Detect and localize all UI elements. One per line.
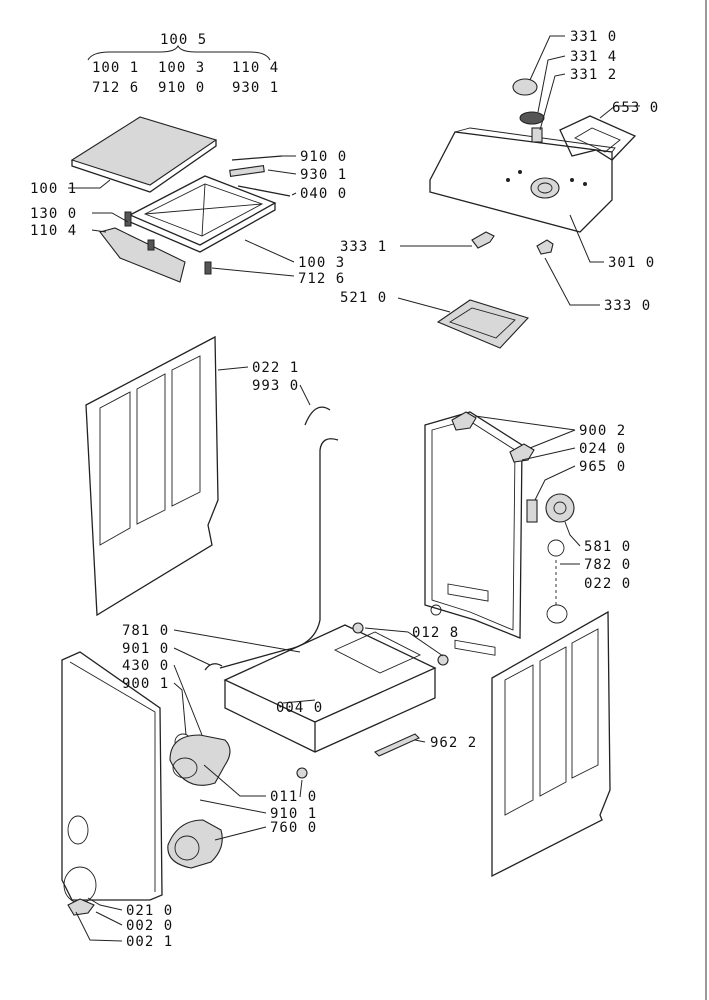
- board-521-0: [436, 299, 530, 349]
- callout: 021 0: [126, 903, 173, 919]
- lid-edge: [71, 140, 217, 193]
- foot-011-0: [296, 767, 308, 779]
- rod-040-0: [237, 185, 291, 197]
- callout: 900 2: [579, 423, 626, 439]
- callout: 712 6: [298, 271, 345, 287]
- callout: 430 0: [122, 658, 169, 674]
- front-panel-hole: [67, 815, 89, 845]
- side-panel-022-1: [85, 335, 219, 617]
- callout: 653 0: [612, 100, 659, 116]
- lid-panel: [70, 116, 218, 186]
- callout: 901 0: [122, 641, 169, 657]
- callout: 333 1: [340, 239, 387, 255]
- foot-012-8-a: [352, 622, 364, 634]
- handle-110-4: [99, 227, 186, 283]
- top-lid-assembly: [70, 116, 291, 283]
- control-panel-assembly: [429, 78, 637, 349]
- callout: 993 0: [252, 378, 299, 394]
- bend-993-0: [304, 406, 331, 426]
- program-dial: [530, 177, 560, 199]
- callout: 024 0: [579, 441, 626, 457]
- pump-430-0: [169, 734, 231, 786]
- disk-331-4: [519, 111, 545, 125]
- left-side-panel: [85, 335, 219, 617]
- clip-333-0: [536, 239, 554, 255]
- callout: 930 1: [300, 167, 347, 183]
- bracket-900-2-b: [509, 443, 535, 463]
- callout: 002 0: [126, 918, 173, 934]
- callout: 962 2: [430, 735, 477, 751]
- callout: 910 1: [270, 806, 317, 822]
- header-row1-b: 100 3: [158, 60, 205, 76]
- hose-781-0: [219, 619, 321, 669]
- callout: 100 3: [298, 255, 345, 271]
- ring-782-0: [547, 539, 565, 557]
- callout: 910 0: [300, 149, 347, 165]
- bar-962-2: [374, 733, 420, 757]
- callout-labels: 100 1 130 0 110 4 910 0 930 1 040 0 100 …: [30, 29, 659, 950]
- front-panel-assembly: [61, 651, 231, 916]
- header-brace: [87, 44, 271, 61]
- clip-333-1: [471, 231, 495, 249]
- callout: 040 0: [300, 186, 347, 202]
- callout: 521 0: [340, 290, 387, 306]
- rear-panel-assembly: [424, 411, 575, 656]
- callout: 110 4: [30, 223, 77, 239]
- callout: 781 0: [122, 623, 169, 639]
- part-965-0: [526, 499, 538, 523]
- leader-lines: [68, 35, 640, 942]
- header-row1-a: 100 1: [92, 60, 139, 76]
- header-row2-a: 712 6: [92, 80, 139, 96]
- knob-331-0: [512, 78, 538, 96]
- callout: 130 0: [30, 206, 77, 222]
- header-group-label: 100 5: [160, 32, 207, 48]
- header-row2-b: 910 0: [158, 80, 205, 96]
- callout: 760 0: [270, 820, 317, 836]
- callout: 782 0: [584, 557, 631, 573]
- callout: 581 0: [584, 539, 631, 555]
- right-side-panel: [491, 610, 611, 878]
- pin-712-6: [204, 261, 212, 275]
- header-row2-c: 930 1: [232, 80, 279, 96]
- bracket-653-0: [559, 115, 637, 161]
- callout: 333 0: [604, 298, 651, 314]
- base-frame-top: [223, 624, 437, 723]
- hose-clamp-901-0: [204, 663, 223, 671]
- callout: 002 1: [126, 934, 173, 950]
- shaft-331-2: [531, 127, 543, 143]
- strip-930-1: [229, 165, 265, 177]
- callout: 011 0: [270, 789, 317, 805]
- filter-760-0: [167, 819, 223, 869]
- callout: 331 0: [570, 29, 617, 45]
- clip-002-0: [67, 898, 95, 916]
- control-panel-301-0: [429, 131, 613, 233]
- callout: 004 0: [276, 700, 323, 716]
- pin-130-0: [124, 211, 132, 227]
- callout: 022 0: [584, 576, 631, 592]
- rear-panel: [424, 411, 523, 639]
- rod-910-0: [231, 155, 283, 161]
- base-frame: [223, 622, 449, 779]
- header-row1-c: 110 4: [232, 60, 279, 76]
- callout: 331 4: [570, 49, 617, 65]
- header-group: 100 5 100 1 100 3 110 4 712 6 910 0 930 …: [87, 32, 279, 96]
- cap-021-0: [63, 866, 97, 904]
- callout: 022 1: [252, 360, 299, 376]
- bracket-900-2-a: [451, 411, 477, 431]
- callout: 965 0: [579, 459, 626, 475]
- foot-012-8-b: [437, 654, 449, 666]
- hose-group: [204, 406, 339, 671]
- pulley-581-0: [545, 493, 575, 523]
- callout: 012 8: [412, 625, 459, 641]
- callout: 100 1: [30, 181, 77, 197]
- callout: 900 1: [122, 676, 169, 692]
- callout: 301 0: [608, 255, 655, 271]
- side-panel-022-0: [491, 610, 611, 878]
- callout: 331 2: [570, 67, 617, 83]
